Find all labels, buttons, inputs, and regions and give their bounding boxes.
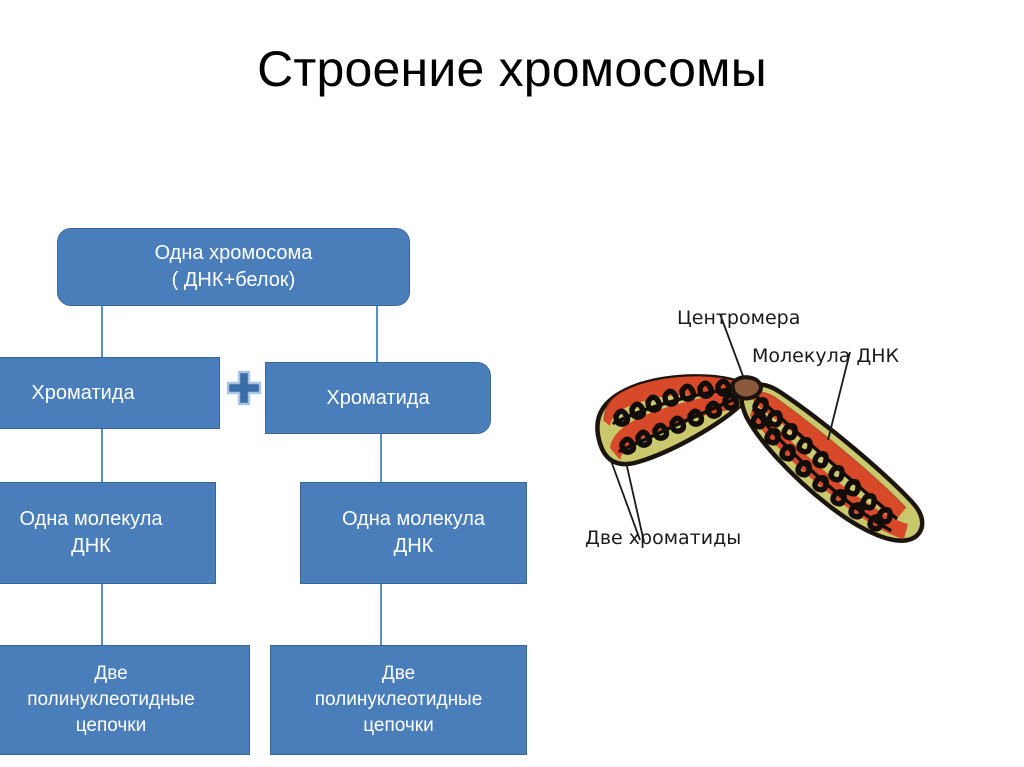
leader-centromere xyxy=(719,313,744,377)
flow-box-chain-right: Две полинуклеотидные цепочки xyxy=(270,645,527,755)
flow-box-chromatid-left-label: Хроматида xyxy=(31,381,135,404)
connector-dna-to-chain-right xyxy=(380,584,382,646)
plus-icon xyxy=(226,370,262,406)
flow-box-chain-left: Две полинуклеотидные цепочки xyxy=(0,645,250,755)
connector-chromosome-to-chromatid-right xyxy=(376,306,378,363)
label-centromere: Центромера xyxy=(677,307,801,329)
label-dna-molecule: Молекула ДНК xyxy=(752,345,900,367)
connector-chromosome-to-chromatid-left xyxy=(101,306,103,360)
flow-box-dna-right-label: Одна молекула ДНК xyxy=(341,508,486,557)
leader-lines xyxy=(609,313,851,543)
connector-dna-to-chain-left xyxy=(101,584,103,646)
flow-box-chromatid-right-label: Хроматида xyxy=(326,386,430,409)
chromatid-arm-right xyxy=(739,382,925,543)
leader-chromatid-a xyxy=(609,457,641,541)
flow-box-chromosome-label: Одна хромосома ( ДНК+белок) xyxy=(154,242,313,291)
flow-box-chain-left-label: Две полинуклеотидные цепочки xyxy=(27,663,195,736)
centromere-region xyxy=(730,375,763,401)
flow-box-chromosome: Одна хромосома ( ДНК+белок) xyxy=(57,228,410,306)
flow-box-chain-right-label: Две полинуклеотидные цепочки xyxy=(314,663,483,736)
chromatid-arm-left xyxy=(595,374,750,467)
chromosome-illustration xyxy=(595,313,925,543)
flow-box-chromatid-right: Хроматида xyxy=(265,362,491,434)
flow-box-dna-left-label: Одна молекула ДНК xyxy=(19,508,163,557)
connector-chromatid-to-dna-right xyxy=(380,434,382,484)
label-two-chromatids: Две хроматиды xyxy=(585,527,742,549)
connector-chromatid-to-dna-left xyxy=(101,429,103,484)
flow-box-dna-right: Одна молекула ДНК xyxy=(300,482,527,584)
leader-dna-molecule xyxy=(827,351,851,441)
flow-box-chromatid-left: Хроматида xyxy=(0,357,220,429)
leader-chromatid-b xyxy=(625,461,645,543)
flow-box-dna-left: Одна молекула ДНК xyxy=(0,482,216,584)
page-title: Строение хромосомы xyxy=(257,41,767,97)
